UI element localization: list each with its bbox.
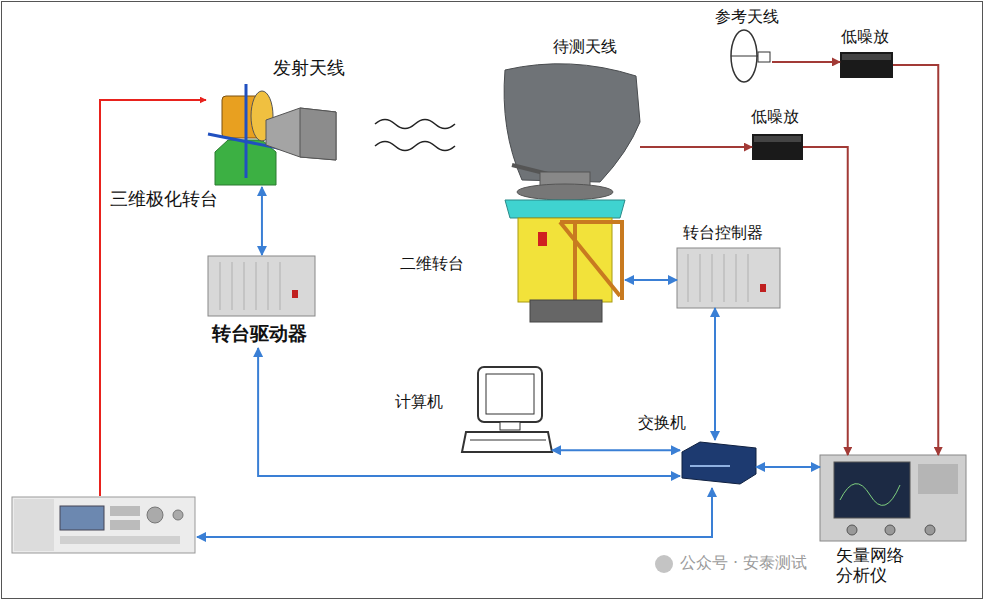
device-label: 二维转台 (400, 254, 464, 273)
wave (375, 120, 455, 129)
control-connector (552, 449, 680, 451)
lna-box (752, 134, 803, 160)
device-label: 低噪放 (751, 107, 799, 126)
device-label: 转台驱动器 (212, 322, 307, 345)
transmit-horn (266, 108, 336, 160)
device-node: 待测天线 (495, 60, 640, 190)
device-label: 计算机 (395, 392, 443, 411)
device-node: 三维极化转台 (205, 85, 290, 187)
device-label: 发射天线 (273, 57, 345, 79)
device-label: 参考天线 (715, 7, 779, 26)
watermark-icon (655, 555, 673, 573)
control-connector (756, 466, 820, 468)
device-label: 交换机 (638, 413, 686, 432)
lan-line (197, 488, 712, 537)
device-node: 转台驱动器 (205, 255, 318, 348)
control-connector (258, 348, 680, 476)
device-label: 转台控制器 (683, 223, 763, 242)
rf-connector (772, 61, 840, 63)
two-axis-turntable (505, 200, 625, 322)
device-label: 矢量网络分析仪 (836, 545, 908, 586)
control-connector (625, 279, 677, 281)
device-node: 低噪放 (840, 52, 893, 78)
control-connector (261, 187, 263, 255)
device-node: 交换机 (680, 440, 756, 485)
computer-icon (462, 367, 552, 452)
watermark-text: 公众号 · 安泰测试 (680, 553, 807, 572)
rf-connector (640, 146, 752, 148)
device-label: 待测天线 (553, 37, 617, 56)
switch-device (682, 442, 756, 484)
rf-connector (893, 65, 938, 455)
device-node: 计算机 (462, 365, 552, 453)
device-node: 参考天线 (728, 30, 772, 82)
device-node: 低噪放 (752, 134, 803, 160)
rf-line (100, 100, 206, 496)
device-label: 低噪放 (841, 27, 889, 46)
lna-box (840, 52, 893, 78)
device-node: 发射天线 (262, 105, 337, 160)
device-node: 二维转台 (500, 192, 625, 322)
device-node: 矢量网络分析仪 (820, 455, 966, 541)
reference-antenna (731, 30, 770, 82)
wave (375, 142, 455, 151)
rf-connector (803, 147, 848, 455)
aut-dish (504, 64, 640, 200)
control-connector (714, 308, 716, 440)
vna-instrument (820, 455, 966, 541)
controller-rack (677, 248, 780, 308)
driver-rack (208, 256, 315, 316)
device-node: 转台控制器 (677, 248, 780, 308)
signal-generator (12, 497, 195, 553)
device-label: 三维极化转台 (110, 188, 218, 210)
